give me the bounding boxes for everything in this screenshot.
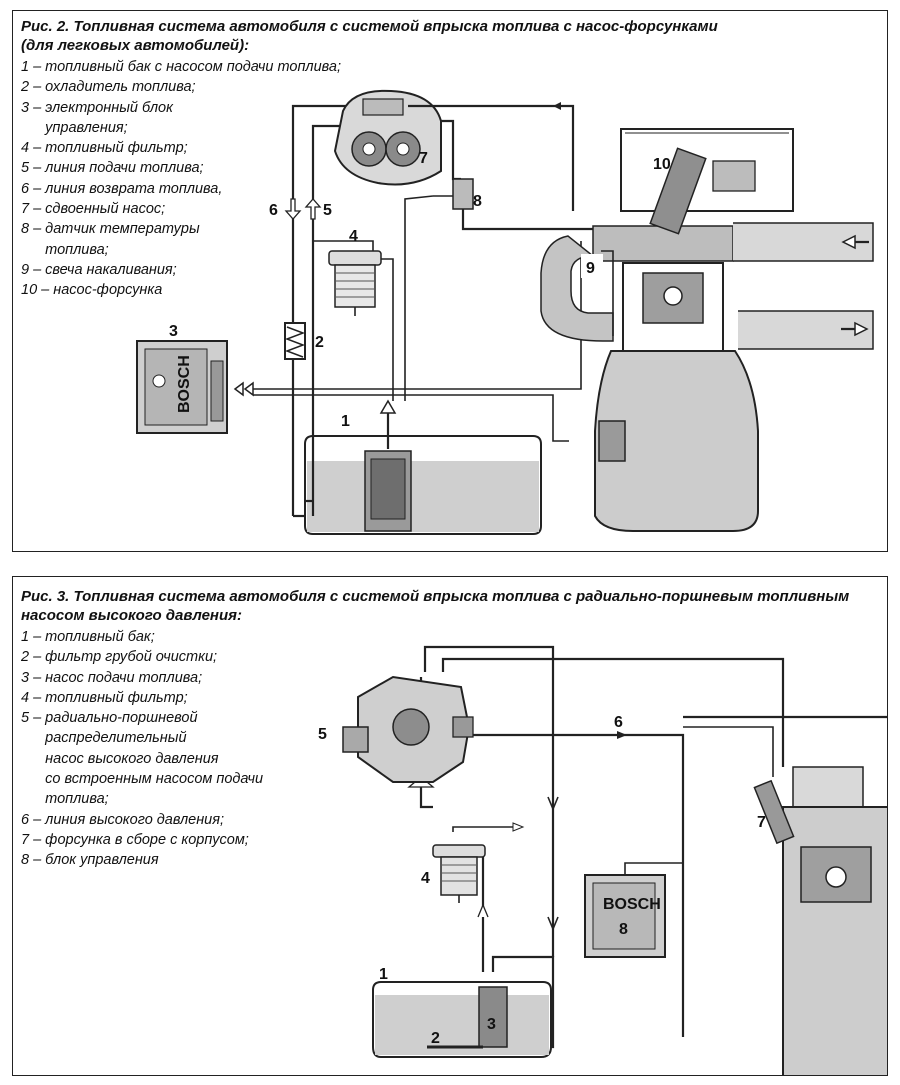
legend-item: 2 – фильтр грубой очистки; <box>21 649 218 666</box>
legend-item: топлива; <box>21 241 109 258</box>
legend-item: 6 – линия возврата топлива, <box>21 180 223 197</box>
figure-3-diagram: BOSCH 1 2 3 4 5 6 7 8 <box>318 645 887 1075</box>
label-6: 6 <box>614 714 623 731</box>
legend-item: 7 – форсунка в сборе с корпусом; <box>21 831 249 848</box>
legend-item: 9 – свеча накаливания; <box>21 261 177 278</box>
fuel-cooler <box>284 322 306 360</box>
supply-line <box>311 124 343 516</box>
label-4: 4 <box>349 228 358 245</box>
engine-block <box>540 128 874 532</box>
legend-item: 1 – топливный бак с насосом подачи топли… <box>21 59 342 75</box>
label-6: 6 <box>269 202 278 219</box>
legend-item: 3 – насос подачи топлива; <box>21 669 203 686</box>
figure-2-caption-line-2: (для легковых автомобилей): <box>21 37 250 54</box>
radial-piston-pump <box>342 675 474 783</box>
figure-3-legend: 1 – топливный бак; 2 – фильтр грубой очи… <box>21 627 263 871</box>
ecu-brand-label: BOSCH <box>176 355 193 413</box>
ecu-brand-label: BOSCH <box>603 896 661 913</box>
legend-item: 4 – топливный фильтр; <box>21 140 188 157</box>
fuel-filter <box>313 240 394 401</box>
legend-item: 8 – блок управления <box>21 852 159 869</box>
label-1: 1 <box>379 966 388 983</box>
label-3: 3 <box>487 1016 496 1033</box>
intake-arrow-icon <box>841 234 856 250</box>
fuel-tank <box>372 981 552 1058</box>
fuel-tank-with-pump <box>304 399 542 535</box>
legend-item: 8 – датчик температуры <box>21 221 200 238</box>
connector-icon <box>233 381 254 397</box>
supply-arrow-icon <box>304 198 322 220</box>
figure-3-caption-line-2: насосом высокого давления: <box>21 607 242 624</box>
fuel-temperature-sensor <box>404 178 613 401</box>
label-4: 4 <box>421 870 430 887</box>
label-10: 10 <box>653 156 671 173</box>
figure-3-caption: Рис. 3. Топливная система автомобиля с с… <box>21 587 849 625</box>
legend-item: 4 – топливный фильтр; <box>21 689 188 706</box>
ecu-signal-line <box>253 241 582 390</box>
legend-item: 7 – сдвоенный насос; <box>21 201 166 218</box>
exhaust-arrow-icon <box>854 321 869 337</box>
figure-2-caption: Рис. 2. Топливная система автомобиля с с… <box>21 17 718 55</box>
tandem-pump <box>333 89 442 186</box>
figure-2-caption-line-1: Рис. 2. Топливная система автомобиля с с… <box>21 18 718 35</box>
figure-2-panel: BOSCH 1 2 3 4 5 6 7 8 <box>12 10 888 552</box>
label-2: 2 <box>315 334 324 351</box>
label-9: 9 <box>586 260 595 277</box>
return-line <box>291 104 363 516</box>
crankshaft-sensor <box>598 420 626 462</box>
legend-item: распределительный <box>21 730 187 747</box>
figure-3-panel: BOSCH 1 2 3 4 5 6 7 8 Рис. 3. Топливная … <box>12 576 888 1076</box>
label-8: 8 <box>473 193 482 210</box>
legend-item: топлива; <box>21 791 109 808</box>
label-5: 5 <box>318 726 327 743</box>
label-3: 3 <box>169 323 178 340</box>
label-7: 7 <box>757 814 766 831</box>
legend-item: управления; <box>21 119 128 136</box>
legend-item: 1 – топливный бак; <box>21 629 155 645</box>
return-arrow-icon <box>284 198 302 220</box>
engine-block <box>782 766 887 1075</box>
label-1: 1 <box>341 413 350 430</box>
legend-item: 5 – радиально-поршневой <box>21 710 198 727</box>
label-7: 7 <box>419 150 428 167</box>
label-8: 8 <box>619 921 628 938</box>
legend-item: насос высокого давления <box>21 750 219 767</box>
injector <box>753 779 795 845</box>
legend-item: 5 – линия подачи топлива; <box>21 160 204 177</box>
legend-item: 2 – охладитель топлива; <box>21 79 196 96</box>
figure-2-legend: 1 – топливный бак с насосом подачи топли… <box>21 57 341 301</box>
control-unit <box>584 862 683 958</box>
label-2: 2 <box>431 1030 440 1047</box>
fuel-filter <box>432 844 486 903</box>
electronic-control-unit <box>136 340 228 434</box>
figure-2-diagram: BOSCH 1 2 3 4 5 6 7 8 <box>136 89 874 535</box>
legend-item: со встроенным насосом подачи <box>21 771 264 788</box>
legend-item: 6 – линия высокого давления; <box>21 811 225 828</box>
legend-item: 10 – насос-форсунка <box>21 282 163 299</box>
legend-item: 3 – электронный блок <box>21 99 173 116</box>
figure-3-caption-line-1: Рис. 3. Топливная система автомобиля с с… <box>21 588 850 605</box>
label-5: 5 <box>323 202 332 219</box>
